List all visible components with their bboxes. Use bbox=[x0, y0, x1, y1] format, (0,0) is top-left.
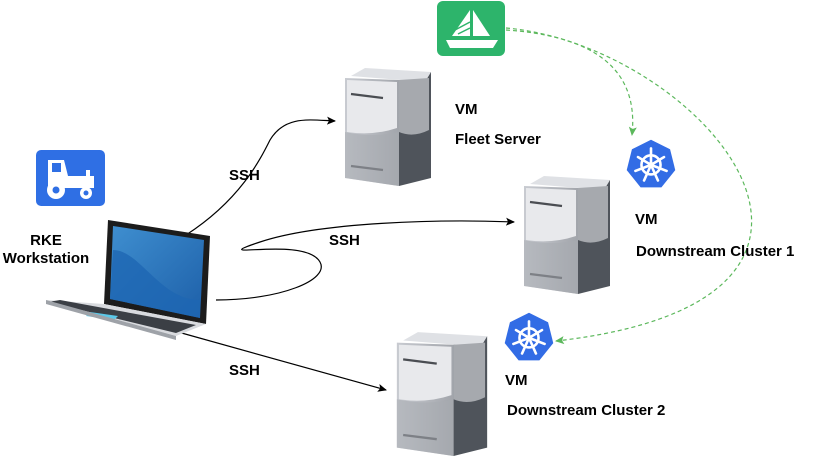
kubernetes-icon bbox=[625, 138, 677, 189]
ssh-connector-fleet-server bbox=[185, 116, 336, 236]
downstream-cluster1-vm-icon bbox=[522, 174, 612, 296]
tractor-icon bbox=[36, 150, 105, 206]
kubernetes-icon bbox=[503, 311, 555, 362]
workstation-label: RKE Workstation bbox=[0, 232, 92, 268]
laptop-icon bbox=[46, 220, 210, 340]
downstream-cluster2-name-label: Downstream Cluster 2 bbox=[507, 402, 666, 419]
fleet-to-cluster2-connector bbox=[505, 27, 753, 345]
sailboat-icon bbox=[437, 1, 505, 56]
downstream-cluster1-name-label: Downstream Cluster 1 bbox=[636, 243, 795, 260]
fleet-server-type-label: VM bbox=[455, 101, 478, 118]
ssh-label-cluster2: SSH bbox=[229, 362, 260, 379]
workstation-label-line2: Workstation bbox=[2, 250, 90, 267]
ssh-label-fleet-server: SSH bbox=[229, 167, 260, 184]
fleet-to-cluster1-connector bbox=[505, 29, 637, 136]
downstream-cluster2-vm-icon bbox=[395, 330, 489, 456]
fleet-server-vm-icon bbox=[343, 66, 433, 186]
downstream-cluster1-type-label: VM bbox=[635, 211, 658, 228]
downstream-cluster2-type-label: VM bbox=[505, 372, 528, 389]
fleet-server-name-label: Fleet Server bbox=[455, 131, 541, 148]
ssh-connector-cluster1 bbox=[215, 217, 515, 301]
workstation-label-line1: RKE bbox=[30, 232, 62, 249]
ssh-label-cluster1: SSH bbox=[329, 232, 360, 249]
ssh-connector-cluster2 bbox=[177, 331, 387, 392]
